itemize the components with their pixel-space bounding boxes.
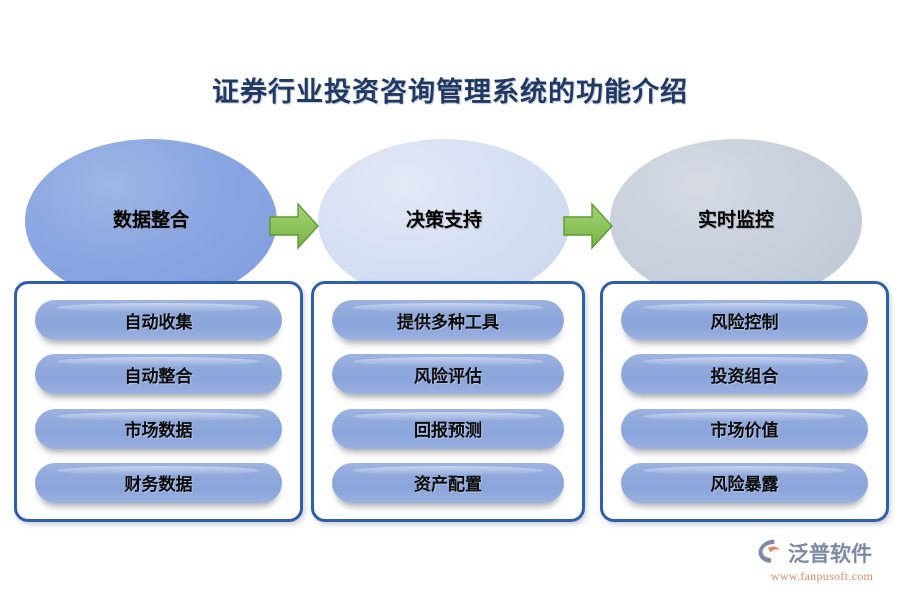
list-item-label: 市场数据 [124, 421, 193, 441]
list-item[interactable]: 风险控制 [621, 300, 868, 340]
list-item[interactable]: 投资组合 [621, 354, 868, 395]
list-item[interactable]: 回报预测 [332, 408, 564, 449]
list-item[interactable]: 自动整合 [35, 354, 282, 395]
list-item-label: 自动收集 [124, 312, 193, 332]
list-item[interactable]: 风险暴露 [621, 462, 868, 503]
right-arrow-icon [562, 198, 614, 254]
list-item[interactable]: 市场数据 [35, 408, 282, 449]
list-item-label: 风险暴露 [710, 475, 779, 495]
brand-row: 泛普软件 [756, 538, 888, 568]
list-item-label: 回报预测 [414, 421, 482, 441]
brand-url: www.fanpusoft.com [770, 569, 874, 583]
list-item-label: 市场价值 [710, 421, 779, 441]
brand-name: 泛普软件 [788, 543, 872, 566]
stage-item-list: 风险控制 投资组合 市场价值 风险暴露 [603, 284, 886, 519]
list-item[interactable]: 自动收集 [35, 300, 282, 340]
list-item[interactable]: 财务数据 [35, 462, 282, 503]
right-arrow-icon [268, 198, 320, 254]
stage-item-list: 自动收集 自动整合 市场数据 财务数据 [17, 284, 300, 519]
fanpu-logo-icon [756, 537, 784, 570]
list-item-label: 自动整合 [124, 366, 193, 386]
stage-box-realtime-monitoring: 风险控制 投资组合 市场价值 风险暴露 [600, 281, 889, 522]
stage-circle-label: 数据整合 [112, 210, 189, 231]
stage-circle-data-integration: 数据整合 [25, 139, 277, 303]
list-item-label: 投资组合 [710, 366, 779, 386]
stage-circle-realtime-monitoring: 实时监控 [610, 139, 862, 303]
list-item[interactable]: 风险评估 [332, 354, 564, 395]
list-item[interactable]: 提供多种工具 [332, 300, 564, 340]
list-item-label: 资产配置 [414, 475, 482, 495]
list-item-label: 财务数据 [124, 475, 193, 495]
stage-circle-label: 实时监控 [697, 210, 774, 231]
list-item-label: 提供多种工具 [397, 312, 499, 332]
list-item-label: 风险评估 [414, 366, 482, 386]
stage-box-decision-support: 提供多种工具 风险评估 回报预测 资产配置 [311, 281, 585, 522]
stage-circle-label: 决策支持 [405, 210, 482, 231]
brand-logo: 泛普软件 www.fanpusoft.com [756, 538, 888, 590]
stage-box-data-integration: 自动收集 自动整合 市场数据 财务数据 [14, 281, 303, 522]
stage-item-list: 提供多种工具 风险评估 回报预测 资产配置 [314, 284, 582, 519]
list-item-label: 风险控制 [710, 312, 779, 332]
list-item[interactable]: 市场价值 [621, 408, 868, 449]
list-item[interactable]: 资产配置 [332, 462, 564, 503]
page-title: 证券行业投资咨询管理系统的功能介绍 [212, 77, 688, 107]
stage-circle-decision-support: 决策支持 [318, 139, 570, 303]
